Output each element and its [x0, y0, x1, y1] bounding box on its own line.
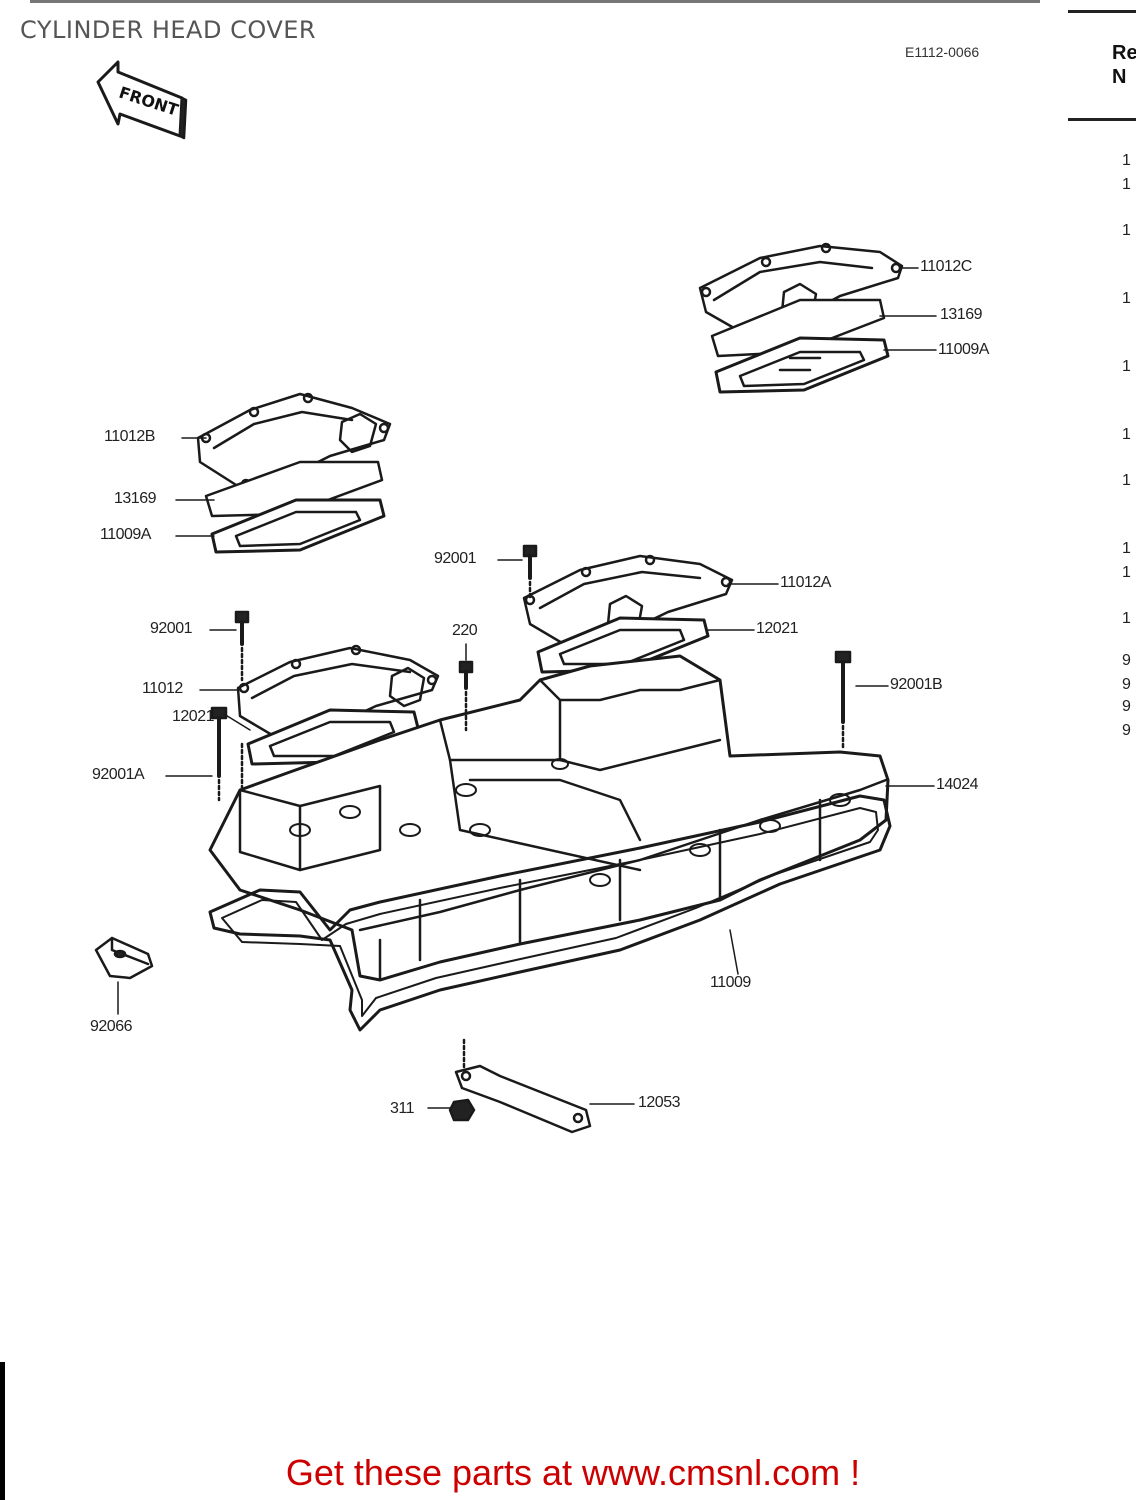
ref-digit: 9 — [1122, 676, 1131, 693]
ref-digit: 1 — [1122, 358, 1131, 375]
clamp-92066 — [94, 936, 154, 980]
promo-link[interactable]: Get these parts at www.cmsnl.com ! — [285, 1452, 861, 1493]
callout-13169-lower: 13169 — [114, 490, 157, 507]
ref-digit: 1 — [1122, 610, 1131, 627]
front-arrow-icon: FRONT — [96, 60, 188, 140]
ref-digit: 1 — [1122, 472, 1131, 489]
ref-digit: 9 — [1122, 722, 1131, 739]
callout-311: 311 — [390, 1100, 415, 1117]
ref-digit: 1 — [1122, 152, 1131, 169]
cam-cap-cover-11012A — [522, 554, 734, 652]
callout-12021-left: 12021 — [172, 708, 215, 725]
cam-cap-cover-11012C — [698, 242, 904, 338]
callout-11009A-upper: 11009A — [938, 341, 989, 358]
ref-digit: 1 — [1122, 176, 1131, 193]
bolt-92001-left — [234, 610, 250, 682]
bolt-92001-center — [522, 544, 538, 602]
cover-gasket-13169-lower — [204, 460, 384, 518]
ref-digit: 1 — [1122, 222, 1131, 239]
callout-11012: 11012 — [142, 680, 183, 697]
ref-digit: 9 — [1122, 652, 1131, 669]
callout-11009A-lower: 11009A — [100, 526, 151, 543]
cover-gasket-13169-upper — [710, 298, 886, 358]
callout-11012B: 11012B — [104, 428, 155, 445]
leader-lines — [117, 267, 937, 1109]
callout-11012C: 11012C — [920, 258, 972, 275]
cover-gasket-11009A-lower — [210, 498, 386, 554]
callout-92001-left: 92001 — [150, 620, 193, 637]
callout-92001A: 92001A — [92, 766, 145, 783]
bracket-12053 — [454, 1064, 592, 1134]
callout-11012A: 11012A — [780, 574, 831, 591]
callout-12021-right: 12021 — [756, 620, 799, 637]
cover-gasket-11009A-upper — [714, 336, 890, 394]
diagram-code: E1112-0066 — [905, 44, 980, 60]
callout-12053: 12053 — [638, 1094, 681, 1111]
callout-13169-upper: 13169 — [940, 306, 983, 323]
bolt-92001A — [210, 706, 228, 802]
cam-cap-cover-11012B — [196, 392, 392, 492]
nut-311 — [448, 1098, 476, 1122]
callout-220: 220 — [452, 622, 478, 639]
callout-92001B: 92001B — [890, 676, 943, 693]
left-edge-bar — [0, 1362, 5, 1500]
cam-cap-cover-11012 — [236, 644, 440, 744]
ref-column-top-rule — [1068, 10, 1136, 13]
callout-92066: 92066 — [90, 1018, 133, 1035]
head-cover-gasket-11009 — [208, 794, 892, 1032]
ref-column-header-1: Re — [1112, 42, 1136, 64]
ref-digit: 9 — [1122, 698, 1131, 715]
top-rule — [30, 0, 1040, 3]
callout-92001-center: 92001 — [434, 550, 477, 567]
ref-digit: 1 — [1122, 426, 1131, 443]
ref-column-header-2: N — [1112, 66, 1127, 88]
cover-gasket-12021-right — [536, 616, 710, 674]
ref-column-header-rule — [1068, 118, 1136, 121]
bolt-92001B — [834, 650, 852, 752]
callout-11009: 11009 — [710, 974, 751, 991]
diagram-title: CYLINDER HEAD COVER — [20, 16, 317, 44]
ref-digit: 1 — [1122, 564, 1131, 581]
callout-14024: 14024 — [936, 776, 979, 793]
ref-digit: 1 — [1122, 290, 1131, 307]
plug-220 — [458, 660, 474, 732]
ref-digit: 1 — [1122, 540, 1131, 557]
